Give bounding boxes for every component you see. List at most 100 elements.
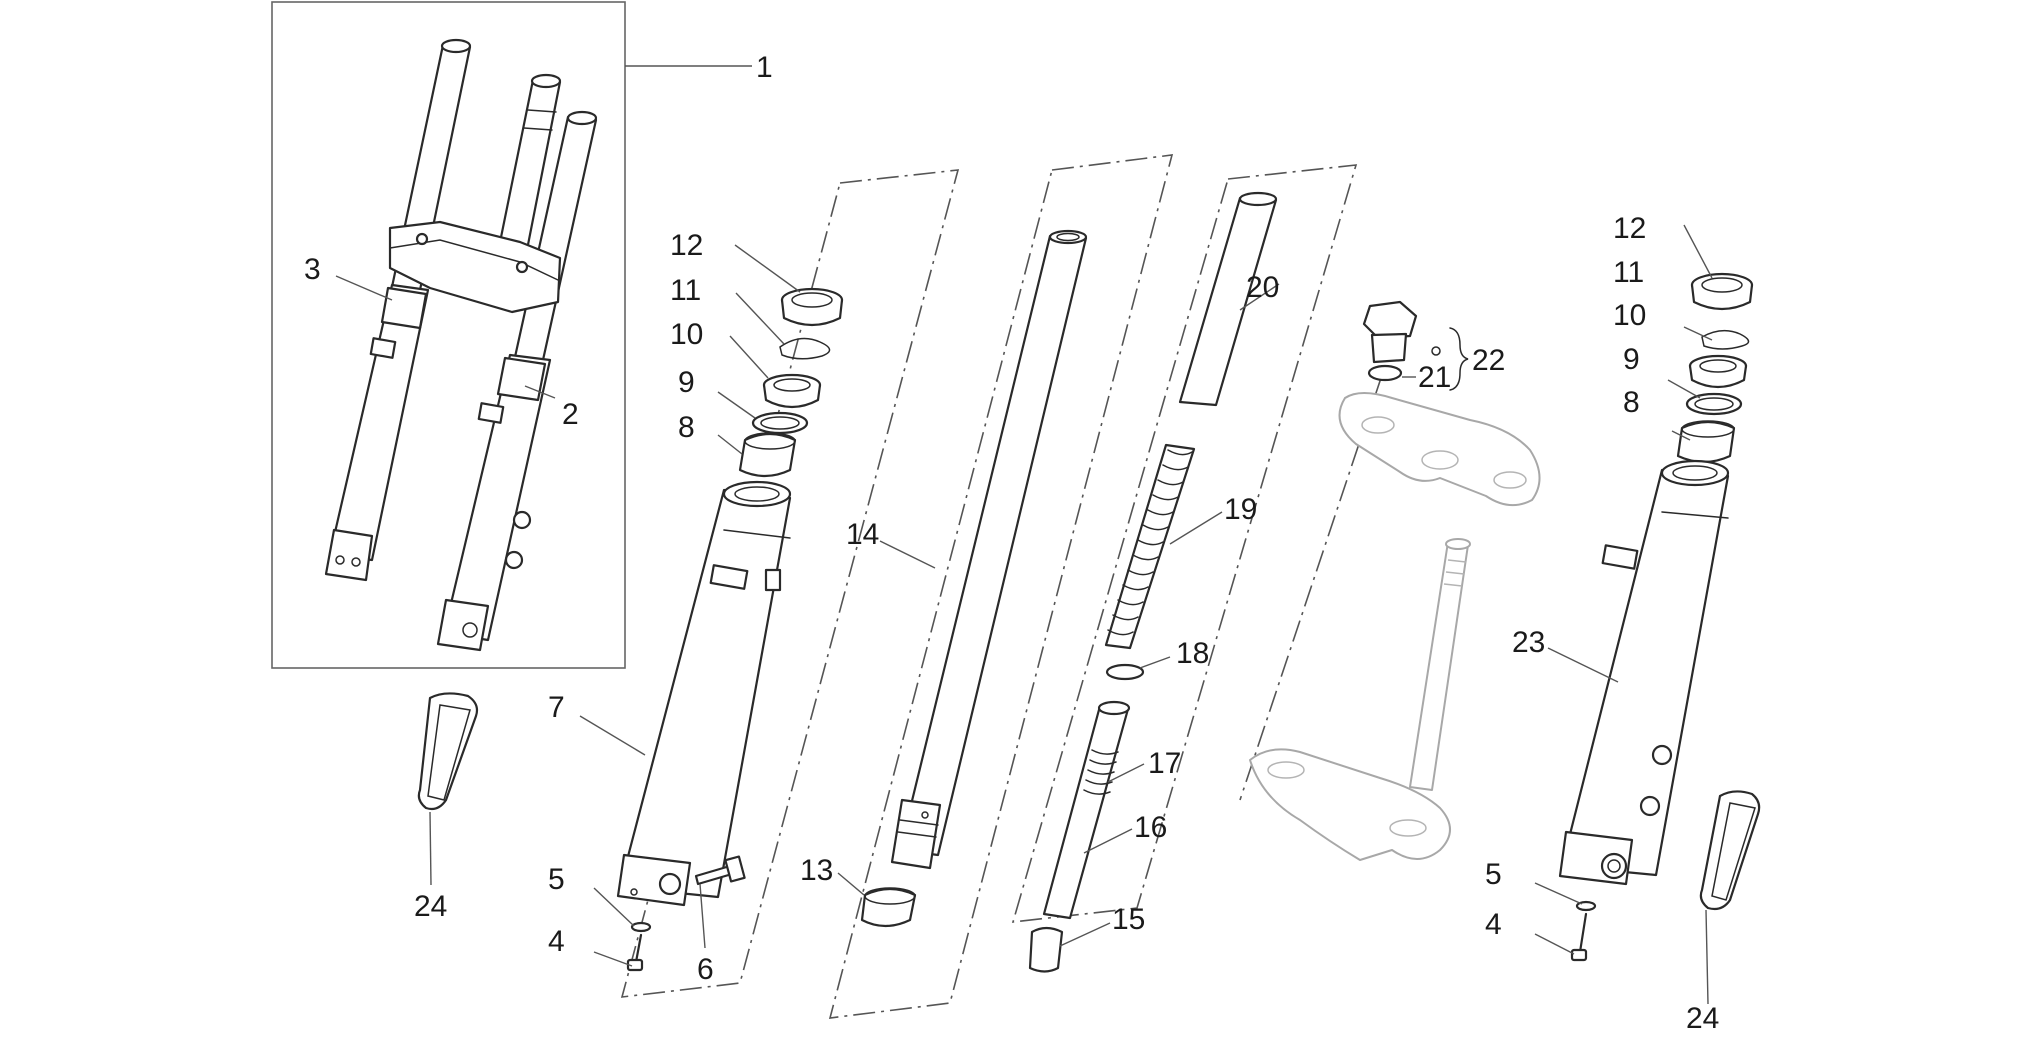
- callout-11-left: 11: [670, 274, 701, 307]
- lower-triple-clamp: [388, 220, 562, 314]
- callout-22: 22: [1472, 344, 1505, 377]
- leader-5-left: [593, 887, 635, 927]
- callout-6: 6: [697, 953, 714, 986]
- callout-8-right: 8: [1623, 386, 1640, 419]
- callout-4-right: 4: [1485, 908, 1502, 941]
- steering-tube-groove-2: [523, 127, 553, 131]
- callout-12-right: 12: [1613, 212, 1646, 245]
- fork-spring: [1104, 443, 1196, 650]
- callout-labels: 1 2 3 4 4 5 5 6 7 8 8 9 9 10 10 11 11 12…: [304, 51, 1719, 1035]
- leader-17: [1107, 763, 1145, 783]
- circlip-left: [779, 337, 831, 360]
- bushing-left-top: [744, 432, 796, 450]
- lower-bushing-top: [864, 887, 916, 905]
- lower-bushing: [860, 887, 917, 928]
- callout-9-left: 9: [678, 366, 695, 399]
- top-cap-thread: [1370, 332, 1408, 364]
- callout-18: 18: [1176, 637, 1209, 670]
- lower-clamp-ghost-hole: [1267, 761, 1305, 779]
- ghost-upper-clamp: [1338, 392, 1541, 507]
- drain-screw-left: [634, 933, 643, 964]
- leader-12-left: [734, 244, 801, 293]
- oil-seal-right-body: [1688, 364, 1748, 389]
- slider-lug-left: [709, 564, 749, 590]
- leader-24-right: [1705, 909, 1709, 1005]
- left-fork-foot: [324, 528, 374, 582]
- callout-1: 1: [756, 51, 773, 84]
- slider-tube-left-mouth: [722, 480, 792, 508]
- leader-9-left: [717, 391, 756, 419]
- leader-4-left: [593, 951, 633, 967]
- leader-6: [699, 883, 706, 949]
- assembly-frame: [271, 1, 626, 669]
- damper-rod-head: [1097, 700, 1131, 716]
- fork-assembly-group: [271, 1, 626, 669]
- leader-11-right: [1683, 326, 1713, 341]
- steering-tube-top: [530, 73, 562, 89]
- caliper-mount-lower: [504, 550, 524, 570]
- slider-foot-left-hole: [658, 872, 682, 896]
- callout-9-right: 9: [1623, 343, 1640, 376]
- callout-5-right: 5: [1485, 858, 1502, 891]
- dust-seal-right-inner: [1701, 277, 1743, 293]
- left-slider-collar: [380, 286, 428, 330]
- leader-10-left: [729, 335, 769, 379]
- left-foot-hole: [335, 555, 345, 565]
- oil-seal-left-inner: [773, 378, 811, 392]
- clamp-bolt-left: [415, 232, 429, 246]
- steering-stem-ghost: [1409, 541, 1469, 791]
- drain-washer-left: [630, 921, 652, 933]
- left-slider-parts: [616, 287, 917, 972]
- lower-clamp-ghost: [1249, 748, 1451, 861]
- right-axle-hole: [462, 622, 478, 638]
- leader-13: [837, 872, 865, 896]
- oil-seal-right-inner: [1699, 359, 1737, 373]
- explode-frame-right: [1011, 164, 1358, 923]
- slider-tube-left-inner: [734, 486, 780, 502]
- left-slider: [328, 283, 430, 562]
- slider-tube-right-mouth: [1660, 459, 1730, 487]
- steering-tube-groove: [527, 109, 557, 113]
- callout-15: 15: [1112, 903, 1145, 936]
- callout-14: 14: [846, 518, 879, 551]
- slider-lug-left-2: [764, 568, 782, 592]
- stem-thread-ghost: [1443, 559, 1467, 587]
- o-ring-21: [1367, 364, 1403, 382]
- damper-parts: [1028, 443, 1196, 973]
- leader-16: [1083, 828, 1133, 854]
- leader-7: [579, 715, 646, 756]
- pinch-bolt-head: [724, 855, 746, 883]
- damper-cone: [1028, 926, 1064, 973]
- spacer-tube-top: [1238, 191, 1278, 207]
- leader-14: [879, 540, 936, 569]
- slider-lug-right: [1601, 544, 1639, 570]
- inner-tube-thread: [1056, 232, 1080, 242]
- circlip-right: [1701, 329, 1750, 350]
- callout-13: 13: [800, 854, 833, 887]
- leader-11-left: [735, 292, 785, 345]
- right-slider-parts: [1558, 272, 1754, 962]
- bushing-left: [738, 432, 797, 478]
- rebound-spring: [1083, 749, 1119, 795]
- explode-frame-middle: [828, 154, 1174, 1019]
- washer-right-inner: [1694, 397, 1734, 411]
- callout-17: 17: [1148, 747, 1181, 780]
- lower-clamp-ghost-hole-2: [1389, 819, 1427, 837]
- callout-24-right: 24: [1686, 1002, 1719, 1034]
- callout-19: 19: [1224, 493, 1257, 526]
- stem-top-ghost: [1445, 538, 1471, 550]
- inner-tube-hole: [921, 811, 929, 819]
- inner-tube-groove: [899, 819, 939, 826]
- brace-22: [1449, 327, 1469, 391]
- left-slider-lug: [369, 337, 397, 359]
- clamp-edge: [389, 239, 559, 281]
- right-stanchion-top: [566, 110, 598, 126]
- callout-3: 3: [304, 253, 321, 286]
- inner-tube: [898, 234, 1088, 857]
- left-foot-hole-2: [351, 557, 361, 567]
- leader-4-right: [1534, 933, 1575, 955]
- callout-7: 7: [548, 691, 565, 724]
- leader-9-right: [1667, 379, 1701, 399]
- inner-tube-groove-2: [897, 831, 937, 838]
- bushing-right: [1676, 420, 1736, 464]
